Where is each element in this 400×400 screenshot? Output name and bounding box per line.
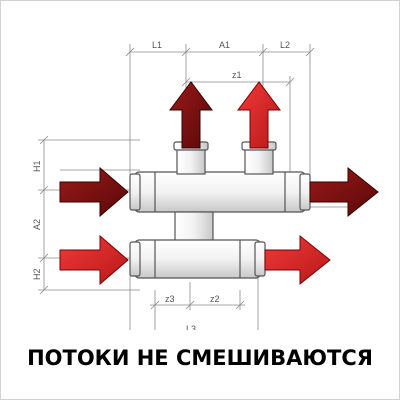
through-arrow-dark bbox=[309, 166, 379, 218]
caption: ПОТОКИ НЕ СМЕШИВАЮТСЯ bbox=[27, 346, 373, 370]
dim-label-h1: H1 bbox=[32, 160, 42, 172]
outlet-arrow-dark bbox=[169, 81, 213, 149]
inlet-arrow-dark bbox=[59, 166, 129, 218]
dim-label-z1: z1 bbox=[232, 70, 242, 80]
dim-label-a1: A1 bbox=[219, 40, 230, 50]
dim-label-a2: A2 bbox=[32, 219, 42, 230]
dim-label-l1: L1 bbox=[152, 40, 162, 50]
dim-label-z3: z3 bbox=[165, 294, 175, 304]
through-arrow-light bbox=[264, 234, 331, 286]
dim-label-h2: H2 bbox=[32, 268, 42, 280]
dim-label-z2: z2 bbox=[210, 294, 220, 304]
manifold-diagram: L1 A1 L2 z1 H1 A2 H2 z3 z2 L3 bbox=[32, 40, 379, 330]
dim-label-l2: L2 bbox=[280, 40, 290, 50]
outlet-arrow-light bbox=[237, 81, 281, 149]
dim-label-l3: L3 bbox=[186, 324, 196, 330]
inlet-arrow-light bbox=[59, 234, 129, 286]
